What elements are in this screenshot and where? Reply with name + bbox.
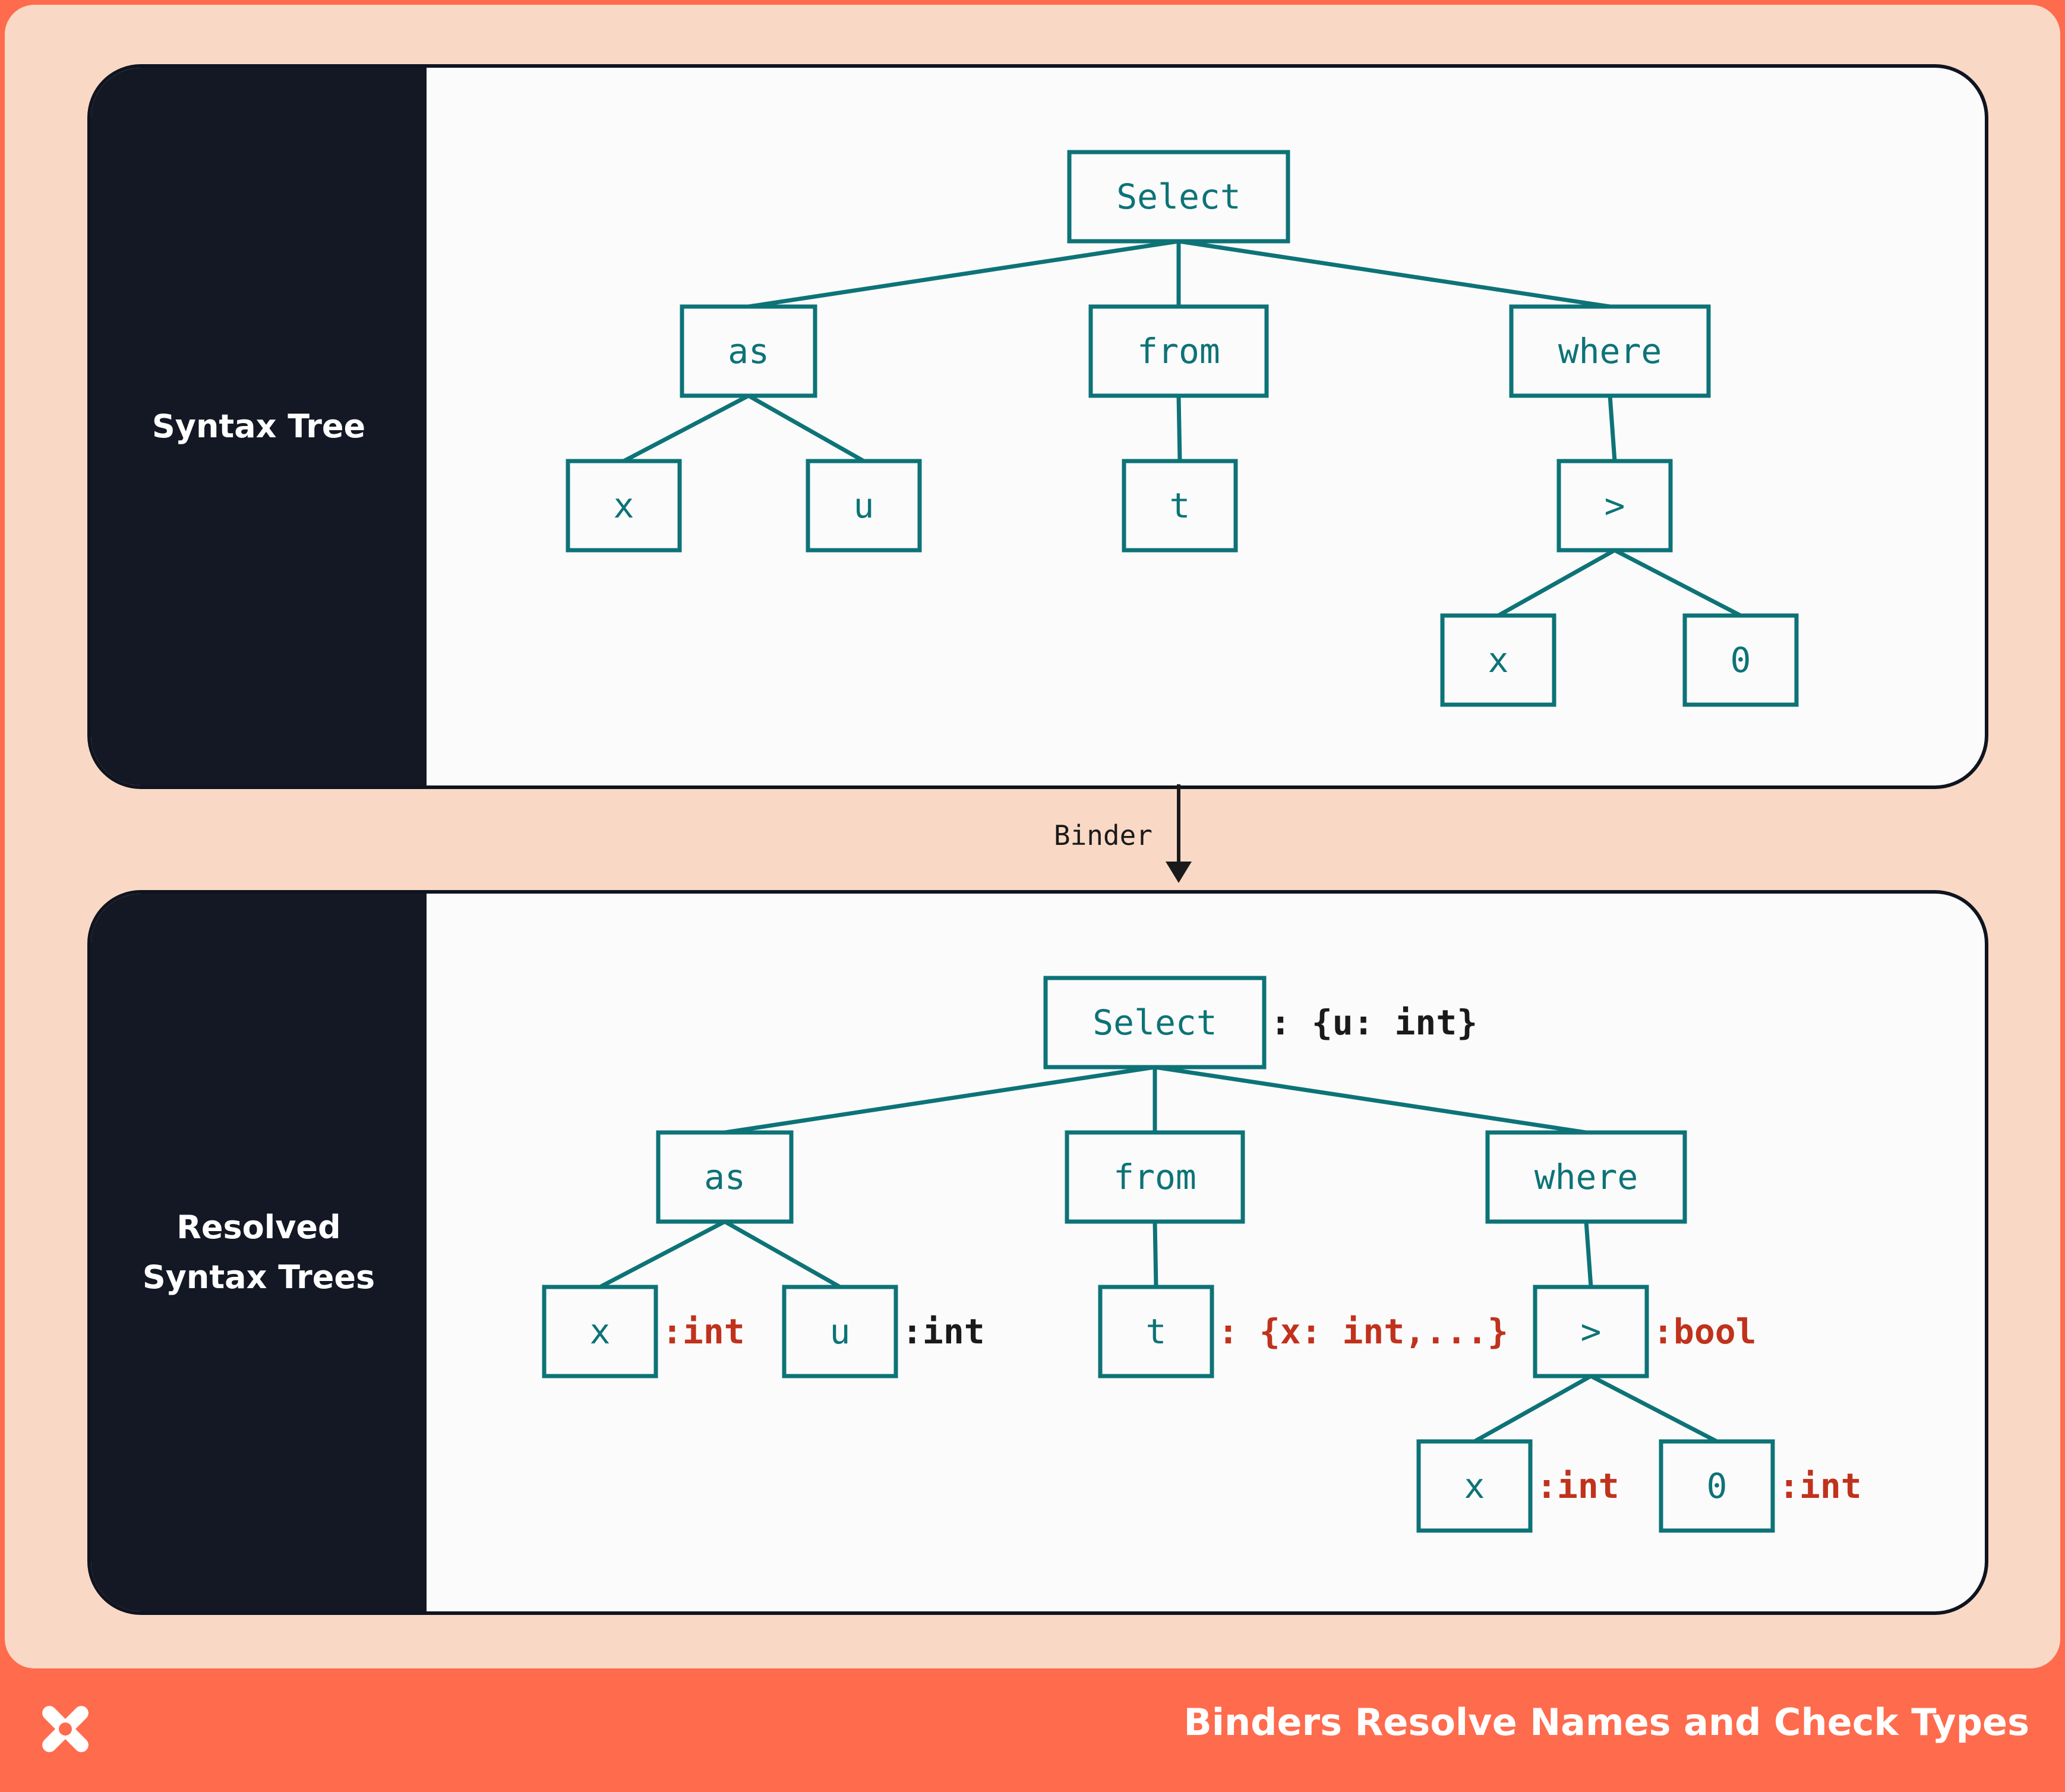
node-label: from (1113, 1157, 1196, 1197)
node-box (1509, 304, 1711, 398)
node-label: x (1488, 640, 1509, 680)
node-greater-than: > (1533, 1285, 1649, 1378)
node-u: u (782, 1285, 898, 1378)
node-zero: 0 (1659, 1439, 1775, 1533)
node-label: t (1170, 485, 1191, 526)
node-label: Select (1116, 176, 1241, 217)
node-label: as (728, 331, 769, 371)
node-x: x (1416, 1439, 1533, 1533)
node-box (1440, 613, 1556, 707)
node-zero: 0 (1682, 613, 1799, 707)
node-label: 0 (1707, 1466, 1728, 1506)
resolved-syntax-trees-sidebar: Resolved Syntax Trees (91, 894, 427, 1611)
footer-title: Binders Resolve Names and Check Types (1183, 1700, 2030, 1744)
node-label: x (614, 485, 634, 526)
node-greater-than: > (1556, 459, 1673, 553)
tree-edge (1154, 1065, 1587, 1135)
type-annotation: :bool (1653, 1311, 1757, 1352)
node-box (1659, 1439, 1775, 1533)
binder-arrow: Binder (1054, 784, 1192, 883)
node-box (782, 1285, 898, 1378)
tree-edge (724, 1219, 841, 1289)
node-x: x (542, 1285, 658, 1378)
node-label: > (1605, 485, 1625, 526)
tree-edge (599, 1219, 726, 1289)
node-box (1067, 150, 1290, 244)
node-as: as (656, 1130, 794, 1224)
node-box (1043, 976, 1267, 1069)
node-box (1556, 459, 1673, 553)
type-annotation: :int (1779, 1466, 1862, 1506)
node-label: Select (1093, 1002, 1217, 1043)
node-label: from (1137, 331, 1220, 371)
type-annotation: : {x: int,...} (1218, 1311, 1508, 1352)
node-label: t (1146, 1311, 1167, 1352)
node-from: from (1065, 1130, 1245, 1224)
syntax-tree-panel: Syntax Tree (87, 64, 1988, 789)
node-box (1065, 1130, 1245, 1224)
node-box (542, 1285, 658, 1378)
node-box (806, 459, 922, 553)
node-label: where (1534, 1157, 1638, 1197)
node-box (656, 1130, 794, 1224)
node-box (1533, 1285, 1649, 1378)
tree-edge (1153, 1221, 1158, 1288)
tree-edge (1584, 1221, 1593, 1288)
node-label: x (590, 1311, 611, 1352)
syntax-tree-sidebar: Syntax Tree (91, 68, 427, 785)
resolved-syntax-trees-label: Resolved Syntax Trees (142, 1209, 375, 1296)
logo-icon (33, 1696, 98, 1762)
syntax-tree-label: Syntax Tree (151, 408, 366, 445)
resolved-syntax-tree: Select as from where x u t > x 0 : {u: int} :int :in… (542, 976, 1862, 1533)
tree-edge (1590, 1374, 1718, 1444)
node-label: u (854, 485, 874, 526)
node-select: Select (1043, 976, 1267, 1069)
binder-arrow-head (1166, 862, 1192, 883)
resolved-syntax-trees-panel: Resolved Syntax Trees (87, 890, 1988, 1615)
tree-edge (724, 1065, 1155, 1135)
tree-edge (1176, 395, 1182, 462)
node-box (1088, 304, 1269, 398)
syntax-tree: Select as from where x u t > x 0 (566, 150, 1799, 707)
tree-edge (1497, 548, 1616, 618)
node-box (1098, 1285, 1214, 1378)
node-box (1416, 1439, 1533, 1533)
diagram-background: Syntax Tree Resolved Syntax Trees (5, 5, 2060, 1668)
node-label: u (830, 1311, 851, 1352)
tree-edge (1473, 1374, 1592, 1444)
node-from: from (1088, 304, 1269, 398)
tree-edge (1608, 395, 1617, 462)
node-box (1682, 613, 1799, 707)
tree-edge (623, 393, 750, 463)
node-box (566, 459, 682, 553)
binder-label: Binder (1054, 819, 1153, 851)
node-box (680, 304, 817, 398)
tree-edge (748, 239, 1179, 309)
node-label: x (1464, 1466, 1485, 1506)
type-annotation: :int (662, 1311, 745, 1352)
type-annotation: :int (902, 1311, 985, 1352)
node-label: 0 (1731, 640, 1751, 680)
type-annotation: :int (1536, 1466, 1619, 1506)
tree-edge (747, 393, 865, 463)
node-where: where (1485, 1130, 1687, 1224)
node-box (1485, 1130, 1687, 1224)
tree-edge (1614, 548, 1742, 618)
node-u: u (806, 459, 922, 553)
node-t: t (1122, 459, 1238, 553)
tree-edge (1178, 239, 1611, 309)
node-t: t (1098, 1285, 1214, 1378)
type-annotation: : {u: int} (1270, 1002, 1477, 1043)
node-box (1122, 459, 1238, 553)
node-x: x (566, 459, 682, 553)
node-as: as (680, 304, 817, 398)
node-x: x (1440, 613, 1556, 707)
node-label: as (704, 1157, 746, 1197)
node-label: > (1581, 1311, 1602, 1352)
node-select: Select (1067, 150, 1290, 244)
node-label: where (1558, 331, 1662, 371)
node-where: where (1509, 304, 1711, 398)
